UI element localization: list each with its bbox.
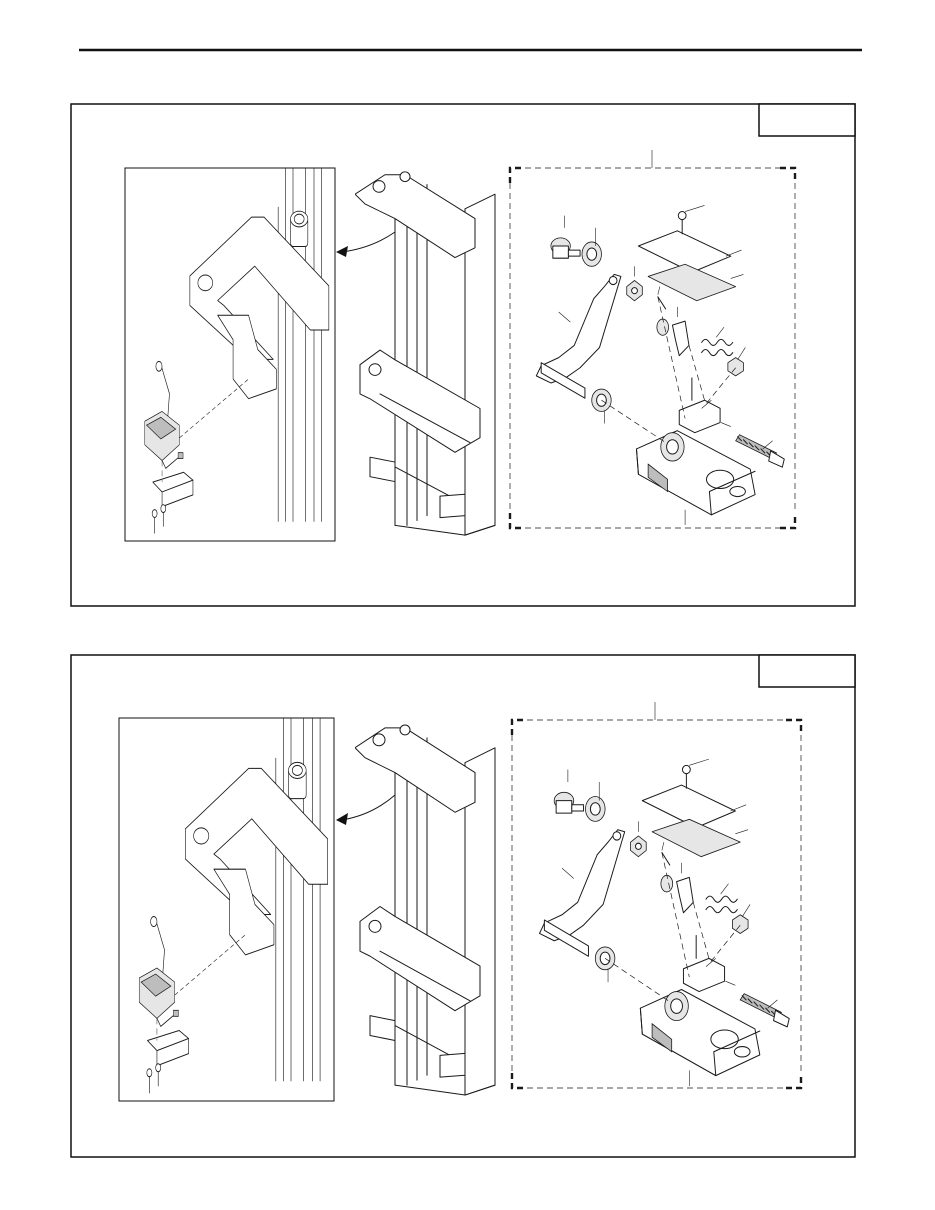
- figure-2-bracket-corners: [510, 718, 803, 1090]
- figure-1-tab: [758, 103, 856, 137]
- figure-1-arrow-head: [336, 246, 348, 257]
- figure-2-callout-arrow: [341, 794, 396, 821]
- figure-1: [70, 103, 856, 607]
- figure-1-bracket-corners: [508, 166, 797, 530]
- figure-1-callout-arrow: [341, 231, 396, 253]
- figure-2-frame: [70, 654, 856, 1158]
- figure-1-exploded-view: [508, 150, 797, 530]
- figure-2-arrow-head: [336, 813, 348, 825]
- figure-1-frame: [70, 103, 856, 607]
- figure-2-exploded-view: [510, 702, 803, 1090]
- figure-2-detail-inset: [118, 717, 335, 1102]
- figure-1-mast: [355, 171, 496, 536]
- figure-1-detail-inset: [124, 167, 336, 542]
- figure-2-mast: [355, 724, 496, 1096]
- figure-2: [70, 654, 856, 1158]
- figure-2-tab: [758, 654, 856, 688]
